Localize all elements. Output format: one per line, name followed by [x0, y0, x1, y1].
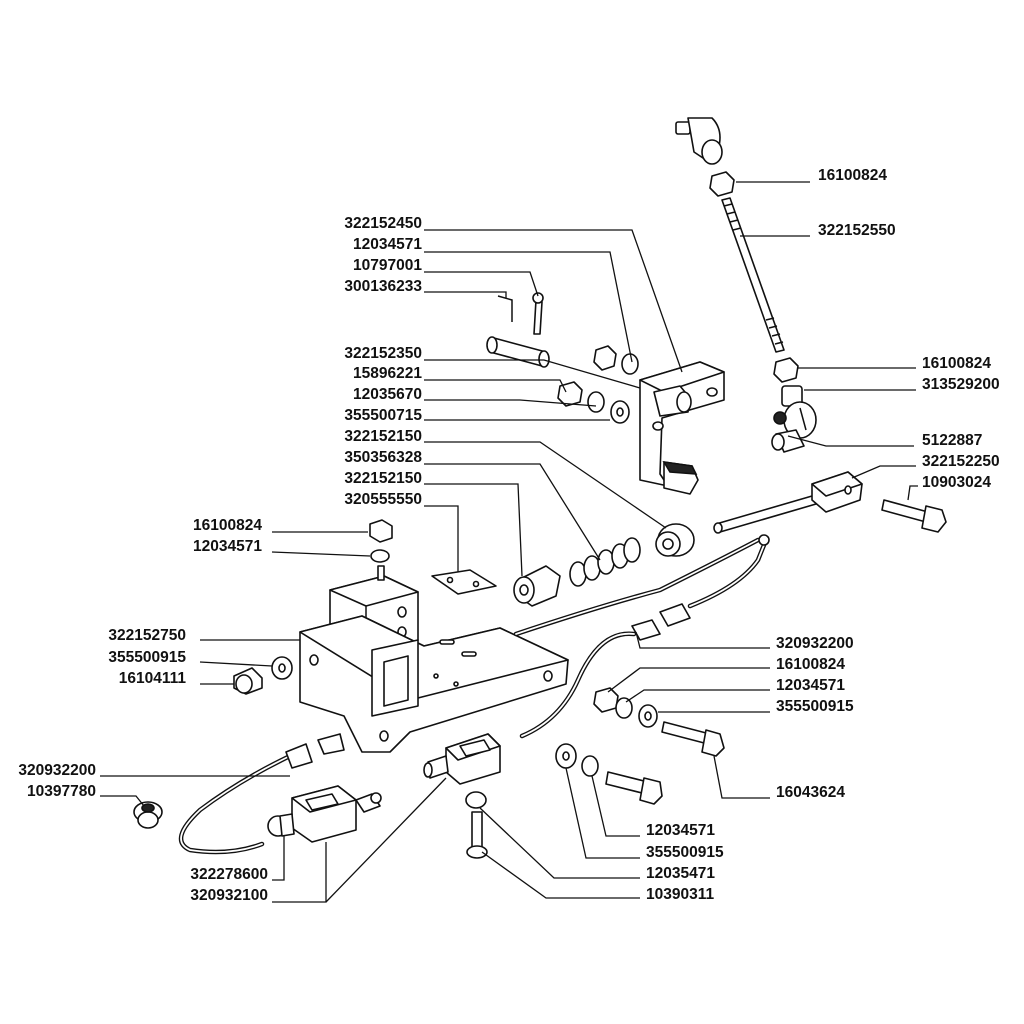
pn-16100824-right: 16100824: [776, 656, 845, 673]
washer-split-right: [615, 697, 633, 719]
pin-long: [486, 336, 550, 368]
part-number-labels: 16100824 322152550 322152450 12034571 10…: [18, 167, 999, 904]
nut-rod-lower: [773, 357, 799, 383]
washer-left: [370, 549, 390, 563]
pn-355500915-lower: 355500915: [646, 844, 724, 861]
switch-center: [423, 733, 501, 785]
pn-355500915-left: 355500915: [108, 649, 186, 666]
pn-320932100: 320932100: [190, 887, 268, 904]
pn-12034571-a: 12034571: [353, 236, 422, 253]
pn-350356328: 350356328: [344, 449, 422, 466]
pn-12034571-right: 12034571: [776, 677, 845, 694]
pn-12034571-left: 12034571: [193, 538, 262, 555]
plug: [267, 813, 295, 837]
grommet: [133, 801, 163, 829]
pn-12034571-lower: 12034571: [646, 822, 715, 839]
pn-16104111: 16104111: [119, 670, 187, 687]
collar-upper: [655, 523, 695, 557]
pn-355500915-right: 355500915: [776, 698, 854, 715]
pn-10390311: 10390311: [646, 886, 714, 903]
pn-300136233: 300136233: [344, 278, 422, 295]
cap-nut-16104111: [233, 667, 263, 695]
pn-16100824-rod: 16100824: [922, 355, 991, 372]
parts-drawing: [133, 117, 947, 859]
pn-322152750: 322152750: [108, 627, 186, 644]
pn-320555550: 320555550: [344, 491, 422, 508]
pn-16100824-top: 16100824: [818, 167, 887, 184]
pn-320932200-left: 320932200: [18, 762, 96, 779]
pn-322152350: 322152350: [344, 345, 422, 362]
pn-10903024: 10903024: [922, 474, 991, 491]
screw-10390311: [466, 811, 488, 859]
pn-322152450: 322152450: [344, 215, 422, 232]
washer-split-mid: [587, 391, 605, 413]
pn-320932200-right: 320932200: [776, 635, 854, 652]
bolt-10903024: [881, 499, 947, 533]
washer-split-lower: [581, 755, 599, 777]
pn-12035471: 12035471: [646, 865, 715, 882]
collar-lower: [513, 565, 561, 607]
switch-lower: [291, 785, 382, 843]
ball-joint-top: [675, 117, 723, 165]
nut-15896221: [557, 381, 583, 407]
bolt-16043624: [605, 771, 663, 805]
pn-5122887: 5122887: [922, 432, 982, 449]
pn-322152150-b: 322152150: [344, 470, 422, 487]
rod-block: [713, 471, 863, 534]
nut-right: [593, 687, 619, 713]
main-housing: [299, 565, 569, 753]
pn-322152150-a: 322152150: [344, 428, 422, 445]
nut-left: [369, 519, 393, 543]
spring: [569, 537, 641, 587]
connector-right: [631, 534, 770, 641]
nut-top: [709, 171, 735, 197]
pn-322152550: 322152550: [818, 222, 896, 239]
pn-355500715: 355500715: [344, 407, 422, 424]
nut-bracket-top: [593, 345, 617, 371]
pn-322278600: 322278600: [190, 866, 268, 883]
split-pin: [533, 299, 543, 335]
pn-12035670: 12035670: [353, 386, 422, 403]
cables: [178, 537, 769, 855]
pn-15896221: 15896221: [353, 365, 422, 382]
washer-split-top: [621, 353, 639, 375]
pn-16100824-left: 16100824: [193, 517, 262, 534]
l-pin: [497, 295, 513, 322]
plate: [431, 569, 497, 595]
leader-lines: [100, 181, 918, 903]
pn-322152250: 322152250: [922, 453, 1000, 470]
pn-10797001: 10797001: [353, 257, 422, 274]
lever-bracket: [639, 361, 725, 495]
pn-313529200: 313529200: [922, 376, 1000, 393]
connector-left: [285, 733, 345, 769]
washer-12035471: [465, 791, 487, 809]
pn-10397780: 10397780: [27, 783, 96, 800]
bushing: [771, 429, 805, 453]
pn-16043624: 16043624: [776, 784, 845, 801]
bolt-upper-right: [661, 721, 725, 757]
threaded-rod: [721, 197, 785, 353]
